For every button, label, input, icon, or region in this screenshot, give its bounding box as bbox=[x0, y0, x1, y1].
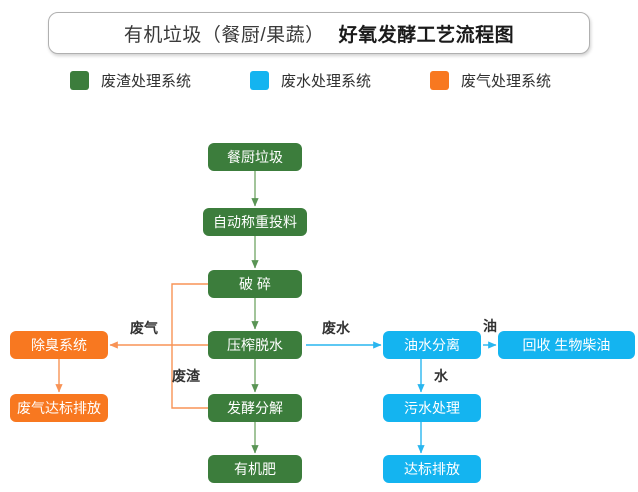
node-crushing[interactable]: 破 碎 bbox=[208, 270, 302, 298]
legend-item-gas: 废气处理系统 bbox=[430, 66, 551, 94]
legend-item-slag: 废渣处理系统 bbox=[70, 66, 191, 94]
node-press-dewater[interactable]: 压榨脱水 bbox=[208, 331, 302, 359]
edge-label-waste-slag: 废渣 bbox=[172, 368, 200, 384]
legend: 废渣处理系统 废水处理系统 废气处理系统 bbox=[70, 66, 580, 94]
node-deodorization[interactable]: 除臭系统 bbox=[10, 331, 108, 359]
node-oil-water-separate[interactable]: 油水分离 bbox=[383, 331, 481, 359]
title-normal-part: 有机垃圾（餐厨/果蔬） bbox=[123, 24, 325, 46]
edge-ferment-to-gasbus bbox=[171, 345, 208, 409]
legend-label-gas: 废气处理系统 bbox=[461, 72, 552, 90]
title-bold-part: 好氧发酵工艺流程图 bbox=[338, 24, 515, 46]
page-title: 有机垃圾（餐厨/果蔬） 好氧发酵工艺流程图 bbox=[48, 12, 590, 54]
edge-label-oil: 油 bbox=[483, 318, 497, 334]
edge-label-waste-gas: 废气 bbox=[130, 320, 158, 336]
legend-swatch-slag bbox=[70, 70, 89, 90]
node-kitchen-waste[interactable]: 餐厨垃圾 bbox=[208, 143, 302, 171]
legend-label-water: 废水处理系统 bbox=[281, 72, 372, 90]
edge-label-water: 水 bbox=[434, 368, 448, 384]
edge-label-waste-water: 废水 bbox=[322, 320, 350, 336]
legend-swatch-gas bbox=[430, 70, 449, 90]
legend-label-slag: 废渣处理系统 bbox=[101, 72, 192, 90]
node-organic-fertilizer[interactable]: 有机肥 bbox=[208, 455, 302, 483]
node-auto-weigh-feed[interactable]: 自动称重投料 bbox=[203, 208, 307, 236]
node-biodiesel-recovery[interactable]: 回收 生物柴油 bbox=[498, 331, 635, 359]
node-standard-discharge[interactable]: 达标排放 bbox=[383, 455, 481, 483]
node-gas-discharge[interactable]: 废气达标排放 bbox=[10, 394, 108, 422]
node-sewage-treatment[interactable]: 污水处理 bbox=[383, 394, 481, 422]
legend-item-water: 废水处理系统 bbox=[250, 66, 371, 94]
edge-crush-to-gasbus bbox=[171, 283, 208, 345]
node-ferment-decompose[interactable]: 发酵分解 bbox=[208, 394, 302, 422]
legend-swatch-water bbox=[250, 70, 269, 90]
